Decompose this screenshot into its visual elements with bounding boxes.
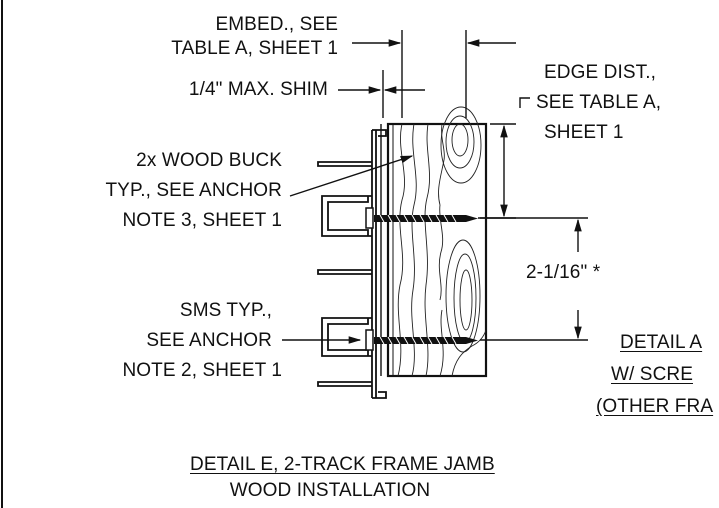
screw-lower [365,329,478,351]
label-edge-3: SHEET 1 [544,122,624,143]
label-sms-3: NOTE 2, SHEET 1 [122,360,282,381]
wood-buck [386,122,488,378]
wood-grain [397,106,487,377]
screw-upper [365,207,478,229]
detail-title: DETAIL E, 2-TRACK FRAME JAMB [190,454,495,475]
label-spacing: 2-1/16" * [526,262,601,283]
label-edge-2: SEE TABLE A, [536,92,662,113]
label-edge-1: EDGE DIST., [544,62,656,83]
label-buck-3: NOTE 3, SHEET 1 [122,210,282,231]
label-embed-1: EMBED., SEE [215,14,338,35]
label-embed-2: TABLE A, SHEET 1 [171,38,338,59]
detail-a-title-2: W/ SCRE [611,364,693,385]
label-shim: 1/4" MAX. SHIM [188,79,328,100]
label-buck-1: 2x WOOD BUCK [136,150,282,171]
dimension-lines [282,30,588,344]
label-sms-1: SMS TYP., [179,300,272,321]
detail-subtitle: WOOD INSTALLATION [229,480,431,501]
detail-a-title-3: (OTHER FRA [596,396,714,417]
frame-jamb-profile [317,129,387,399]
label-buck-2: TYP., SEE ANCHOR [105,180,282,201]
label-sms-2: SEE ANCHOR [146,330,272,351]
detail-a-title-1: DETAIL A [620,332,703,353]
